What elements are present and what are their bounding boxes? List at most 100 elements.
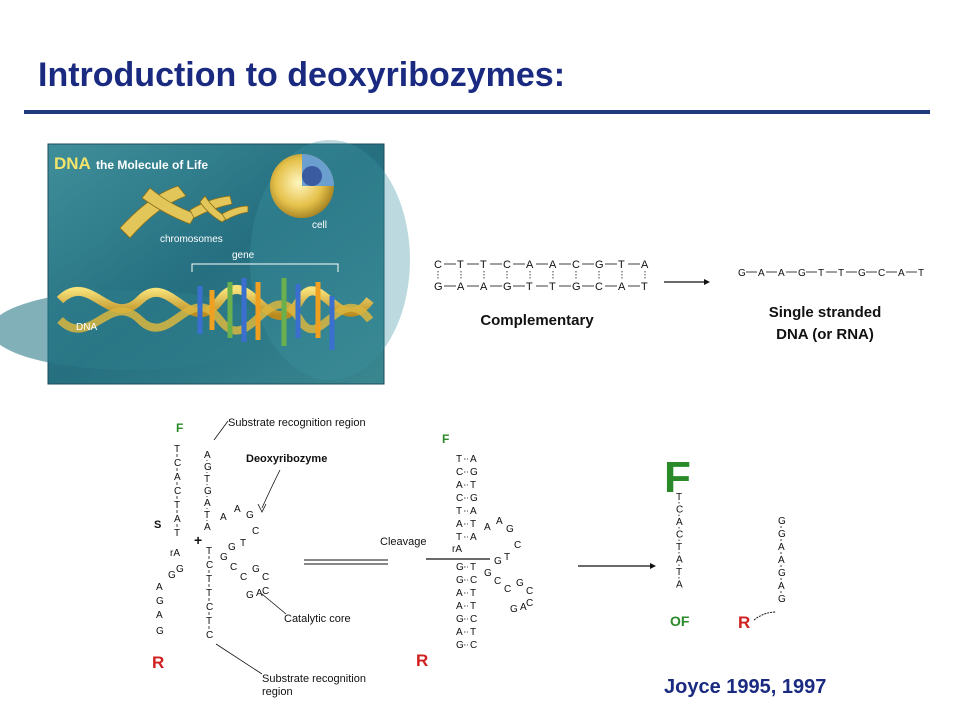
complex-upper-base: C <box>456 467 463 478</box>
complex-lower-base: T <box>470 601 476 612</box>
label-rA: rA <box>170 548 180 559</box>
complex-loop-base: C <box>514 540 521 551</box>
substrate-base: T <box>174 444 180 455</box>
enzyme-lower-base: T <box>206 588 212 599</box>
product-label-OF: OF <box>670 613 690 629</box>
product-F-base: A <box>676 517 683 528</box>
duplex-bottom-base: A <box>480 281 488 293</box>
single-strand-label-1: Single stranded <box>768 304 882 321</box>
label-R-left: R <box>152 653 164 672</box>
product-F-base: T <box>676 492 682 503</box>
single-strand-base: G <box>858 268 866 279</box>
complex-loop-base: G <box>510 604 518 615</box>
product-label-R: R <box>738 613 750 632</box>
loop-base: G <box>246 510 254 521</box>
substrate-base: A <box>174 514 181 525</box>
product-R-base: G <box>778 594 786 605</box>
duplex-top-base: T <box>457 259 464 271</box>
loop-base: A <box>256 588 263 599</box>
product-R-base: A <box>778 555 785 566</box>
product-R-base: G <box>778 568 786 579</box>
complex-loop-base: C <box>504 584 511 595</box>
annotation-region: region <box>262 686 293 698</box>
enzyme-arm-base: T <box>204 474 210 485</box>
enzyme-arm-base: G <box>204 462 212 473</box>
duplex-top-base: C <box>572 259 580 271</box>
complex-loop-base: A <box>496 516 503 527</box>
gene-label: gene <box>232 250 255 261</box>
complex-upper-base: A <box>456 480 463 491</box>
product-R-base: G <box>778 529 786 540</box>
duplex-bottom-base: G <box>503 281 512 293</box>
slide-title: Introduction to deoxyribozymes: <box>38 56 566 94</box>
label-F: F <box>176 421 183 435</box>
label-F-middle: F <box>442 432 449 446</box>
enzyme-arm-base: A <box>204 522 211 533</box>
complex-loop-base: C <box>526 598 533 609</box>
plus-sign: + <box>194 532 202 548</box>
duplex-top-base: A <box>549 259 557 271</box>
complex-lower-base: A <box>456 588 463 599</box>
complex-loop-base: G <box>484 568 492 579</box>
duplex-bottom-base: T <box>641 281 648 293</box>
duplex-top-base: A <box>526 259 534 271</box>
duplex-bottom-base: A <box>618 281 626 293</box>
chromosome-graphic <box>119 185 249 239</box>
product-F-base: T <box>676 542 682 553</box>
citation-credit: Joyce 1995, 1997 <box>664 676 827 698</box>
complex-lower-base: T <box>470 562 476 573</box>
substrate-base: C <box>174 486 181 497</box>
substrate-tail-base: A <box>156 582 163 593</box>
complex-lower-base: G <box>456 640 464 651</box>
product-label-F: F <box>664 453 691 502</box>
dna-helix-graphic <box>56 278 374 350</box>
loop-base: C <box>262 572 269 583</box>
dna-image-heading-bold: DNA <box>54 154 91 173</box>
enzyme-lower-base: T <box>206 546 212 557</box>
substrate-base: T <box>174 500 180 511</box>
substrate-tail-base: G <box>168 570 176 581</box>
duplex-top-base: T <box>480 259 487 271</box>
complex-upper-base: T <box>470 480 476 491</box>
complex-upper-base: A <box>456 519 463 530</box>
substrate-tail-base: G <box>156 626 164 637</box>
product-R-base: A <box>778 581 785 592</box>
complex-loop-base: A <box>520 602 527 613</box>
product-F-base: C <box>676 530 683 541</box>
complex-loop-base: C <box>526 586 533 597</box>
loop-base: C <box>240 572 247 583</box>
complex-lower-base: C <box>470 640 477 651</box>
loop-base: G <box>228 542 236 553</box>
loop-base: C <box>252 526 259 537</box>
loop-base: T <box>240 538 246 549</box>
enzyme-lower-base: C <box>206 560 213 571</box>
loop-base: A <box>220 512 227 523</box>
complex-lower-base: C <box>470 614 477 625</box>
complex-lower-base: G <box>456 562 464 573</box>
dna-label: DNA <box>76 322 97 333</box>
product-F-base: A <box>676 580 683 591</box>
substrate-base: A <box>174 472 181 483</box>
complex-loop-base: T <box>504 552 510 563</box>
duplex-top-base: C <box>503 259 511 271</box>
substrate-base: T <box>174 528 180 539</box>
complex-lower-base: T <box>470 588 476 599</box>
substrate-tail-base: A <box>156 610 163 621</box>
substrate-base: C <box>174 458 181 469</box>
complex-loop-base: C <box>494 576 501 587</box>
complementary-label: Complementary <box>480 312 594 329</box>
single-strand-base: T <box>838 268 844 279</box>
complex-upper-base: G <box>470 467 478 478</box>
loop-base: G <box>246 590 254 601</box>
complex-upper-base: T <box>470 519 476 530</box>
arrow-head <box>704 279 710 285</box>
